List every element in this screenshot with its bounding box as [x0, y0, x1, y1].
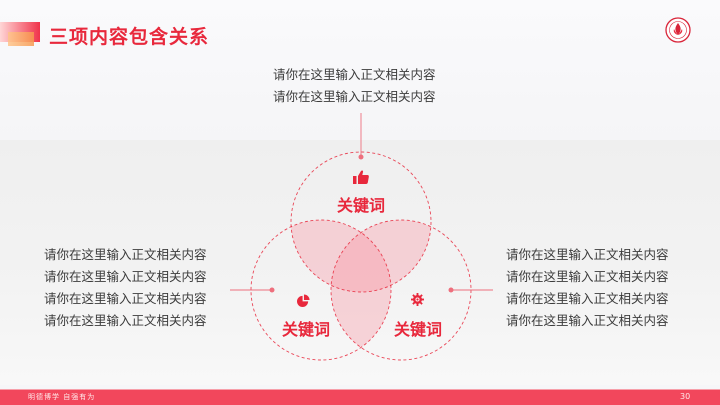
top-text-block: 请你在这里输入正文相关内容 请你在这里输入正文相关内容 — [273, 64, 436, 108]
title-accent-decoration — [0, 22, 42, 46]
text-line: 请你在这里输入正文相关内容 — [506, 269, 669, 284]
overlap-left-right — [331, 220, 391, 360]
text-line: 请你在这里输入正文相关内容 — [506, 291, 669, 306]
connector-top-dot — [358, 154, 364, 160]
circle-top-outline — [290, 151, 432, 293]
text-line: 请你在这里输入正文相关内容 — [273, 67, 436, 82]
page-title: 三项内容包含关系 — [49, 26, 210, 48]
text-line: 请你在这里输入正文相关内容 — [44, 269, 207, 284]
footer-motto: 明德博学 自强有为 — [28, 393, 96, 401]
connector-right-dot — [448, 287, 454, 293]
keyword-top: 关键词 — [336, 196, 386, 215]
right-text-block: 请你在这里输入正文相关内容 请你在这里输入正文相关内容 请你在这里输入正文相关内… — [506, 244, 669, 332]
thumbs-up-icon — [353, 170, 369, 184]
text-line: 请你在这里输入正文相关内容 — [44, 291, 207, 306]
background-top — [0, 0, 720, 140]
left-text-block: 请你在这里输入正文相关内容 请你在这里输入正文相关内容 请你在这里输入正文相关内… — [44, 244, 207, 332]
pie-chart-icon — [297, 294, 310, 307]
connector-left-dot — [269, 287, 275, 293]
page-number: 30 — [680, 392, 691, 401]
keyword-bottom-left: 关键词 — [281, 320, 331, 339]
text-line: 请你在这里输入正文相关内容 — [44, 247, 207, 262]
text-line: 请你在这里输入正文相关内容 — [506, 313, 669, 328]
university-logo-icon — [665, 17, 691, 43]
keyword-bottom-right: 关键词 — [393, 320, 443, 339]
text-line: 请你在这里输入正文相关内容 — [273, 89, 436, 104]
text-line: 请你在这里输入正文相关内容 — [44, 313, 207, 328]
text-line: 请你在这里输入正文相关内容 — [506, 247, 669, 262]
circle-left-outline — [250, 219, 392, 361]
gear-icon — [411, 293, 424, 306]
footer-bar: 明德博学 自强有为 30 — [0, 389, 720, 405]
